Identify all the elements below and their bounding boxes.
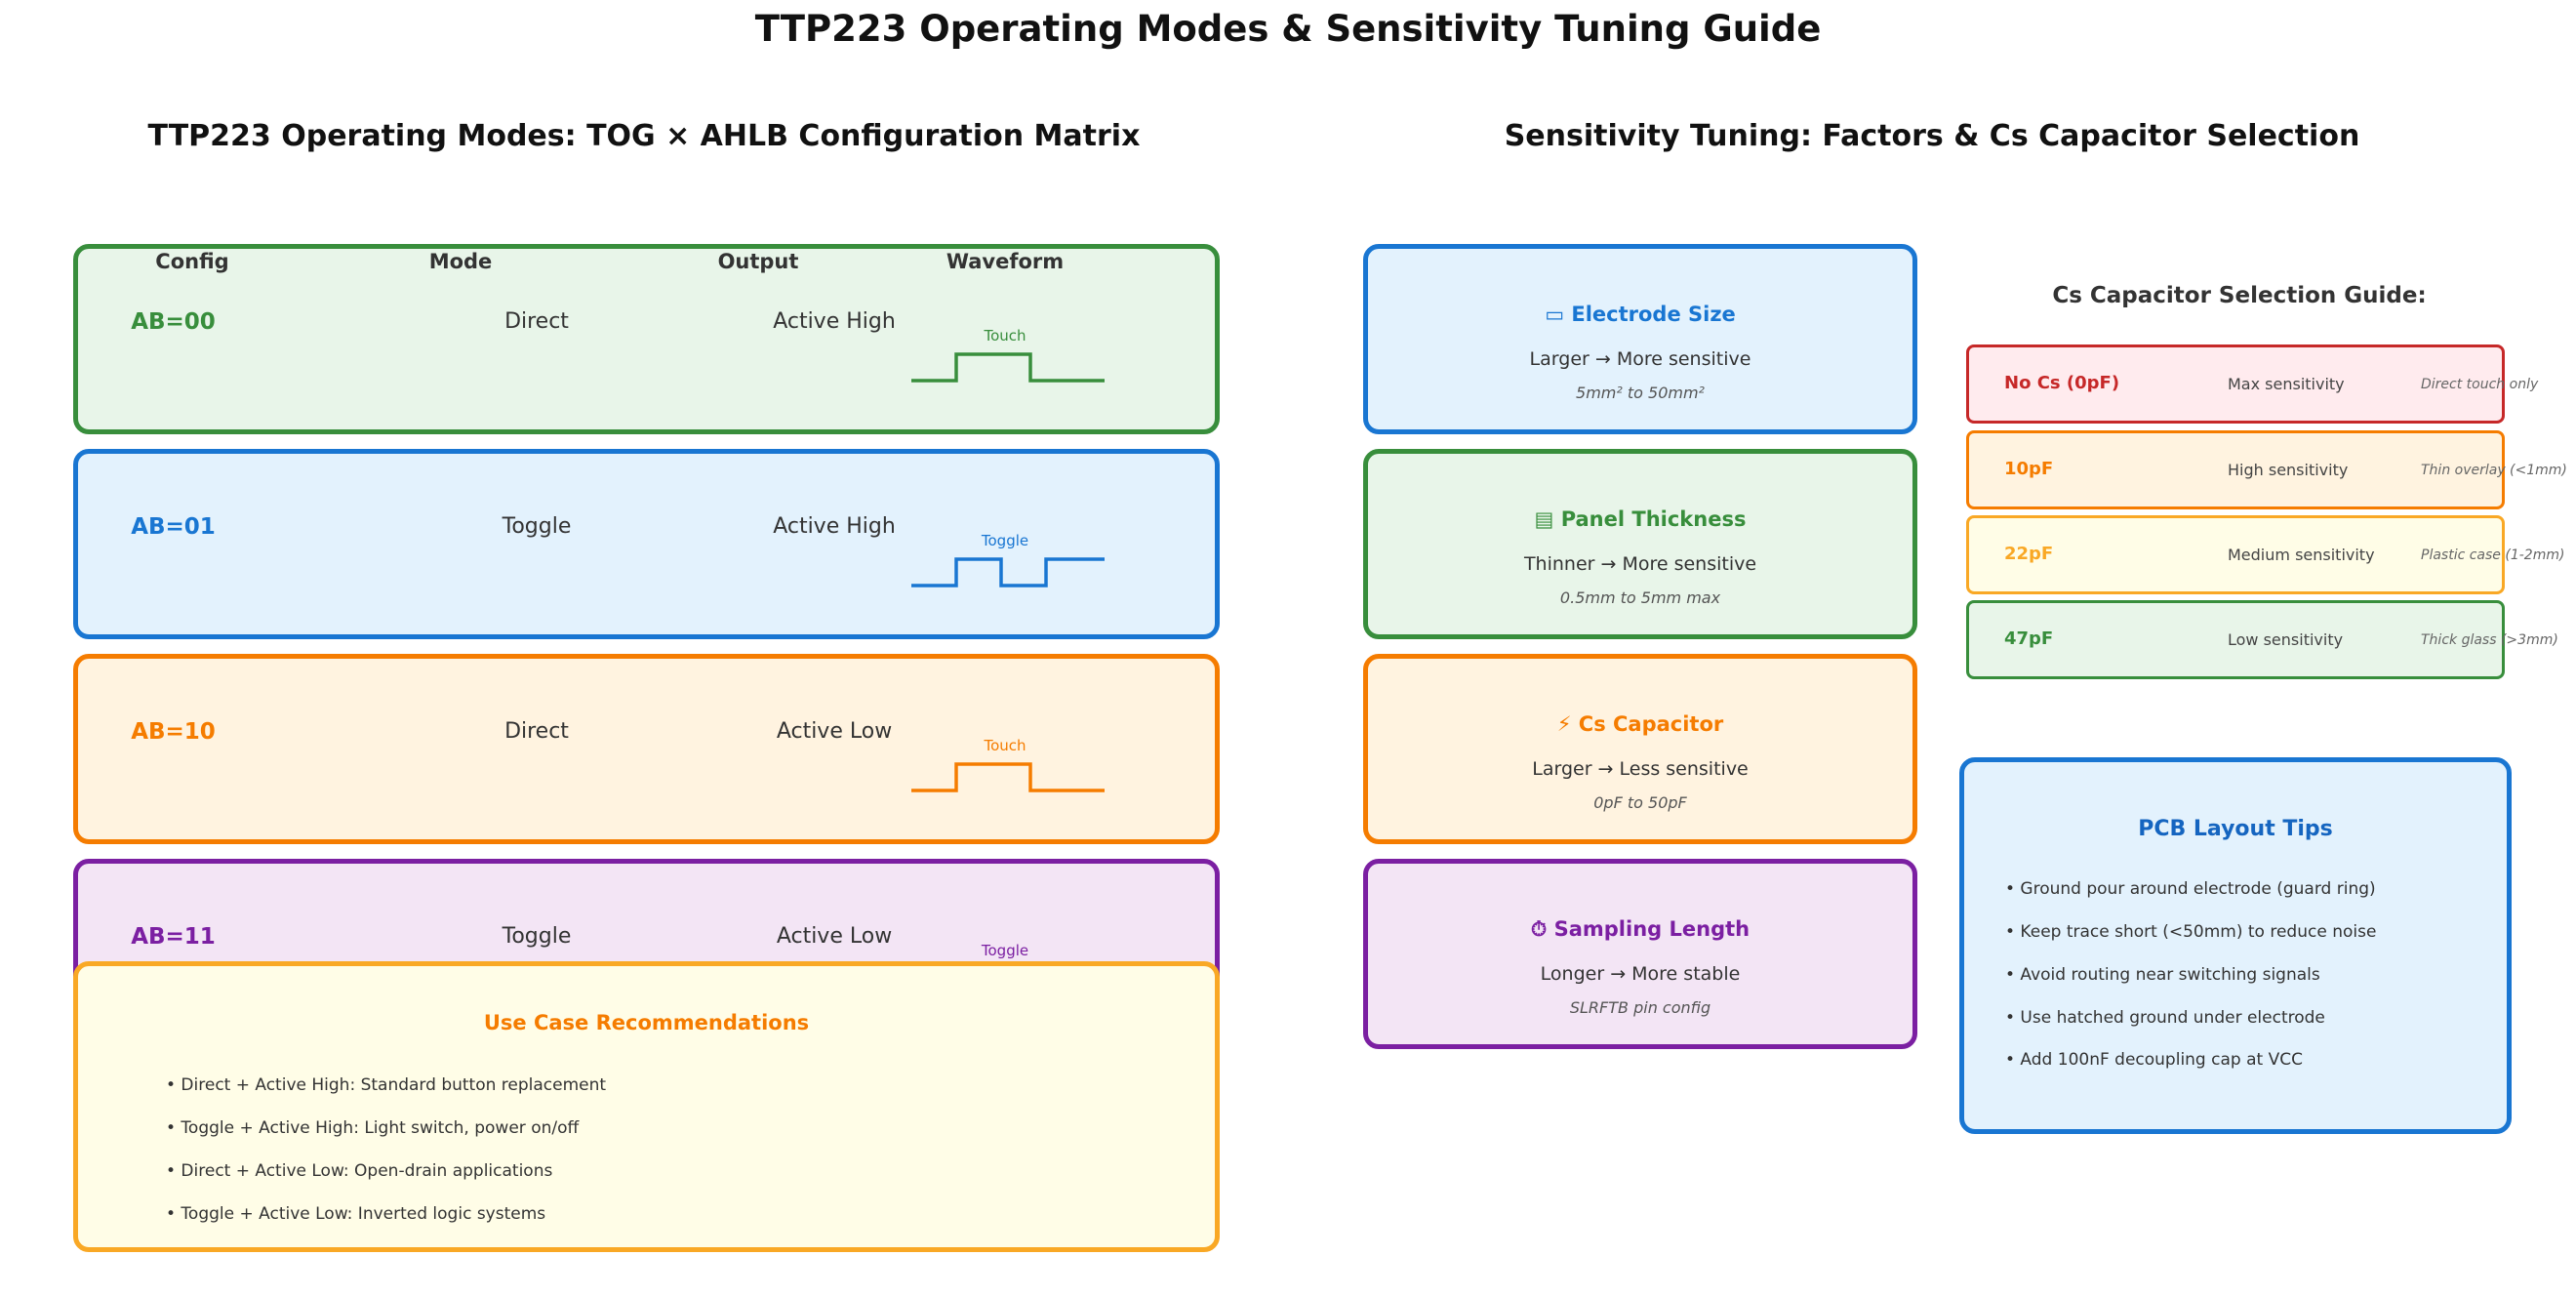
cs-value: 10pF	[2004, 459, 2054, 479]
cs-option: 10pF High sensitivity Thin overlay (<1mm…	[1966, 430, 2567, 509]
factor-sampling-length: ⏱ Sampling Length Longer → More stable S…	[1363, 859, 1917, 1049]
factor-range: 5mm² to 50mm²	[1576, 384, 1705, 402]
factor-desc: Longer → More stable	[1540, 963, 1741, 985]
mode-name: Direct	[504, 719, 569, 744]
factor-range: 0.5mm to 5mm max	[1559, 588, 1721, 607]
factor-range: 0pF to 50pF	[1593, 793, 1687, 812]
mode-name: Toggle	[502, 924, 572, 949]
factor-title: Panel Thickness	[1560, 507, 1747, 531]
factor-title: Cs Capacitor	[1578, 712, 1724, 736]
cs-guide-title: Cs Capacitor Selection Guide:	[2052, 283, 2427, 308]
pcb-tip-item: • Use hatched ground under electrode	[2005, 1008, 2325, 1028]
mode-row-ab01: AB=01 Toggle Active High Toggle	[73, 449, 1220, 639]
cs-option: 47pF Low sensitivity Thick glass (>3mm)	[1966, 600, 2558, 679]
pcb-tip-item: • Ground pour around electrode (guard ri…	[2005, 879, 2376, 899]
use-case-item: • Toggle + Active High: Light switch, po…	[166, 1118, 580, 1138]
header-output: Output	[717, 250, 799, 273]
pcb-tips-title: PCB Layout Tips	[2138, 817, 2333, 841]
cs-use-case: Thick glass (>3mm)	[2421, 632, 2558, 648]
header-config: Config	[155, 250, 229, 273]
pcb-tip-item: • Add 100nF decoupling cap at VCC	[2005, 1050, 2303, 1070]
waveform-line	[911, 352, 1105, 383]
use-case-title: Use Case Recommendations	[483, 1011, 810, 1034]
cs-value: 47pF	[2004, 628, 2054, 649]
mode-name: Toggle	[502, 514, 572, 539]
waveform-diagram: Touch	[911, 737, 1105, 792]
factor-electrode-size: ▭ Electrode Size Larger → More sensitive…	[1363, 244, 1917, 434]
mode-output: Active High	[773, 514, 896, 539]
waveform-label: Toggle	[981, 942, 1028, 959]
mode-output: Active Low	[776, 719, 893, 744]
use-case-item: • Direct + Active Low: Open-drain applic…	[166, 1161, 553, 1181]
factor-heading: ⏱ Sampling Length	[1368, 917, 1912, 942]
layers-icon: ▤	[1534, 507, 1554, 531]
cs-use-case: Plastic case (1-2mm)	[2421, 547, 2565, 563]
ruler-icon: ▭	[1545, 303, 1565, 326]
waveform-diagram: Touch	[911, 327, 1105, 383]
cs-use-case: Direct touch only	[2421, 377, 2539, 392]
mode-config: AB=00	[131, 309, 216, 335]
mode-row-ab10: AB=10 Direct Active Low Touch	[73, 654, 1220, 844]
use-case-item: • Direct + Active High: Standard button …	[166, 1075, 607, 1095]
factor-desc: Larger → More sensitive	[1529, 348, 1751, 370]
stopwatch-icon: ⏱	[1530, 917, 1548, 941]
modes-section-title: TTP223 Operating Modes: TOG × AHLB Confi…	[147, 119, 1141, 153]
mode-output: Active High	[773, 309, 896, 334]
mode-config: AB=11	[131, 924, 216, 950]
factor-heading: ⚡ Cs Capacitor	[1368, 712, 1912, 736]
mode-output: Active Low	[776, 924, 893, 949]
cs-use-case: Thin overlay (<1mm)	[2421, 463, 2567, 478]
cs-sensitivity: High sensitivity	[2228, 461, 2349, 479]
waveform-label: Toggle	[981, 532, 1028, 549]
factor-heading: ▤ Panel Thickness	[1368, 507, 1912, 531]
cs-sensitivity: Medium sensitivity	[2228, 546, 2375, 564]
waveform-line	[911, 557, 1105, 587]
cs-sensitivity: Low sensitivity	[2228, 630, 2344, 649]
factor-heading: ▭ Electrode Size	[1368, 303, 1912, 326]
factor-range: SLRFTB pin config	[1569, 998, 1711, 1017]
pcb-layout-tips: PCB Layout Tips • Ground pour around ele…	[1959, 757, 2512, 1134]
factor-panel-thickness: ▤ Panel Thickness Thinner → More sensiti…	[1363, 449, 1917, 639]
waveform-diagram: Toggle	[911, 532, 1105, 587]
header-mode: Mode	[428, 250, 493, 273]
cs-value: No Cs (0pF)	[2004, 373, 2120, 393]
factor-desc: Larger → Less sensitive	[1532, 758, 1749, 780]
mode-config: AB=01	[131, 514, 216, 540]
factor-desc: Thinner → More sensitive	[1523, 553, 1757, 575]
lightning-icon: ⚡	[1556, 712, 1572, 736]
use-case-item: • Toggle + Active Low: Inverted logic sy…	[166, 1204, 546, 1224]
pcb-tip-item: • Keep trace short (<50mm) to reduce noi…	[2005, 922, 2377, 942]
cs-option: No Cs (0pF) Max sensitivity Direct touch…	[1966, 344, 2538, 424]
factor-title: Electrode Size	[1571, 303, 1736, 326]
cs-option: 22pF Medium sensitivity Plastic case (1-…	[1966, 515, 2564, 594]
pcb-tip-item: • Avoid routing near switching signals	[2005, 965, 2320, 985]
cs-sensitivity: Max sensitivity	[2228, 375, 2345, 393]
waveform-line	[911, 762, 1105, 792]
mode-row-ab00: AB=00 Direct Active High Touch	[73, 244, 1220, 434]
sensitivity-section-title: Sensitivity Tuning: Factors & Cs Capacit…	[1504, 119, 2360, 153]
mode-name: Direct	[504, 309, 569, 334]
waveform-label: Touch	[983, 327, 1026, 344]
factor-cs-capacitor: ⚡ Cs Capacitor Larger → Less sensitive 0…	[1363, 654, 1917, 844]
mode-config: AB=10	[131, 719, 216, 745]
use-case-recommendations: Use Case Recommendations • Direct + Acti…	[73, 961, 1220, 1252]
cs-value: 22pF	[2004, 544, 2054, 564]
factor-title: Sampling Length	[1553, 917, 1751, 941]
header-waveform: Waveform	[946, 250, 1065, 273]
page-title: TTP223 Operating Modes & Sensitivity Tun…	[754, 8, 1822, 50]
waveform-label: Touch	[983, 737, 1026, 754]
